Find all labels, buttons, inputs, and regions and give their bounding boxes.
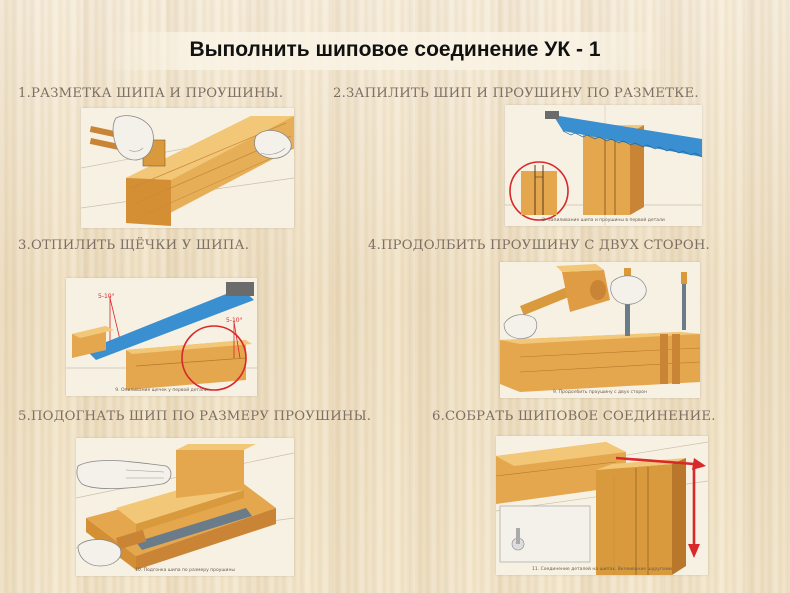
step-6-caption: 11. Соединение деталей на шипах. Вклеива… <box>532 567 672 572</box>
step-2-label: 2.ЗАПИЛИТЬ ШИП И ПРОУШИНУ ПО РАЗМЕТКЕ. <box>333 86 699 101</box>
step-2-illustration: 8. Запиливание шипа и проушины в первой … <box>505 105 702 226</box>
step-4-caption: 9. Продолбить проушину с двух сторон <box>553 390 647 395</box>
step-5-illustration: 10. Подгонка шипа по размеру проушины <box>76 438 294 576</box>
step-4-illustration: 9. Продолбить проушину с двух сторон <box>500 262 700 398</box>
slide-title: Выполнить шиповое соединение УК - 1 <box>189 38 601 61</box>
step-2-caption: 8. Запиливание шипа и проушины в первой … <box>542 218 665 223</box>
step-5-label: 5.ПОДОГНАТЬ ШИП ПО РАЗМЕРУ ПРОУШИНЫ. <box>18 409 372 424</box>
step-4-label: 4.ПРОДОЛБИТЬ ПРОУШИНУ С ДВУХ СТОРОН. <box>368 238 710 253</box>
step-3-caption: 9. Опиливание щечек у первой детали <box>115 388 208 393</box>
step-1-label: 1.РАЗМЕТКА ШИПА И ПРОУШИНЫ. <box>18 86 284 101</box>
step-6-label: 6.СОБРАТЬ ШИПОВОЕ СОЕДИНЕНИЕ. <box>432 409 716 424</box>
step-5-caption: 10. Подгонка шипа по размеру проушины <box>135 568 235 573</box>
step-3-illustration: 5-10° 5-10° 9. Опиливание щечек у первой… <box>66 278 257 396</box>
angle-label-left: 5-10° <box>98 293 115 300</box>
title-band <box>105 32 665 70</box>
step-1-illustration <box>81 108 294 228</box>
step-6-illustration: 11. Соединение деталей на шипах. Вклеива… <box>496 436 708 575</box>
angle-label-right: 5-10° <box>226 317 243 324</box>
step-3-label: 3.ОТПИЛИТЬ ЩЁЧКИ У ШИПА. <box>18 238 250 253</box>
